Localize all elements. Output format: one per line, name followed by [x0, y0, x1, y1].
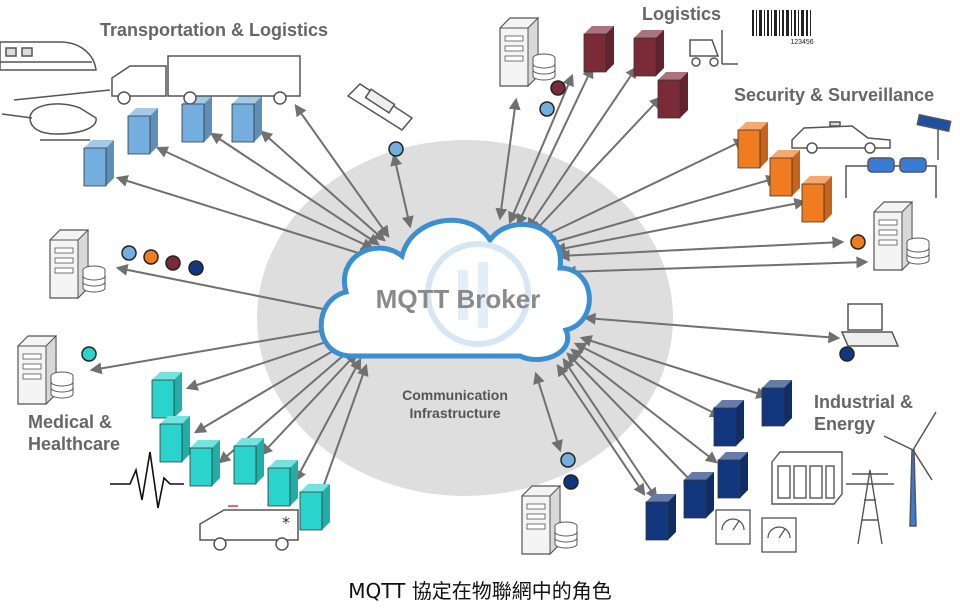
svg-text:*: *	[282, 513, 290, 532]
status-dots	[81, 80, 866, 490]
medical-group-label-line2: Healthcare	[28, 434, 120, 454]
security-group-label: Security & Surveillance	[734, 85, 934, 105]
switchgear-icon	[771, 451, 843, 505]
logistics-devices	[583, 25, 689, 119]
handheld-device-icon	[346, 83, 414, 131]
figure-caption: MQTT 協定在物聯網中的角色	[348, 579, 611, 603]
mqtt-broker-cloud	[318, 217, 592, 362]
ambulance-icon: *	[199, 505, 299, 551]
truck-icon	[111, 55, 301, 105]
barcode-number: 123456	[790, 39, 813, 46]
transport-devices	[83, 95, 263, 187]
industrial-group-label-line1: Industrial &	[814, 392, 913, 412]
forklift-icon	[689, 30, 738, 67]
gauge-icons	[715, 509, 797, 553]
infrastructure-label-line2: Infrastructure	[409, 405, 500, 421]
car-icon	[791, 121, 891, 154]
pipeline-icon	[845, 113, 952, 198]
medical-group-label-line1: Medical &	[28, 412, 112, 432]
wind-turbine-icon	[883, 411, 937, 527]
heartbeat-icon	[110, 451, 184, 509]
helicopter-icon	[1, 89, 111, 141]
connection-arrows	[89, 65, 869, 500]
logistics-group-label: Logistics	[642, 4, 721, 24]
train-icon	[0, 41, 97, 71]
industrial-group-label-line2: Energy	[814, 414, 875, 434]
transport-group-label: Transportation & Logistics	[100, 20, 328, 40]
laptop-icon	[840, 303, 900, 347]
infrastructure-label-line1: Communication	[402, 387, 508, 403]
barcode-icon	[752, 10, 811, 36]
broker-label: MQTT Broker	[376, 284, 541, 314]
power-pylon-icon	[846, 469, 894, 545]
